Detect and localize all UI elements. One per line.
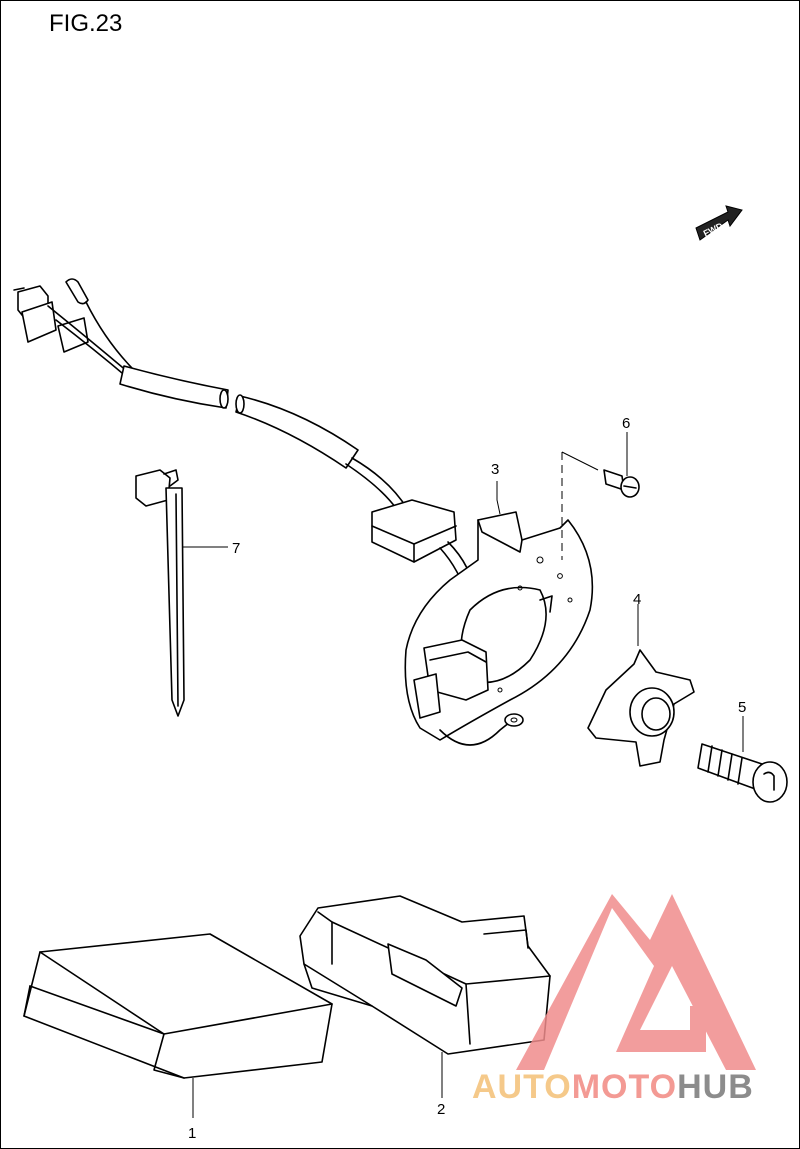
- watermark-auto: AUTO: [472, 1068, 572, 1106]
- holder-bracket-item-2: [299, 895, 551, 1055]
- watermark-logo: [516, 894, 756, 1070]
- watermark-text: AUTOMOTOHUB: [472, 1068, 754, 1106]
- callout-7: 7: [232, 540, 240, 557]
- cable-tie-item-7: [135, 469, 185, 717]
- callout-3: 3: [491, 461, 499, 478]
- watermark-triangle-icon: [516, 894, 756, 1070]
- callout-4: 4: [633, 591, 641, 608]
- svg-text:AUTOMOTOHUB: AUTOMOTOHUB: [472, 1068, 754, 1106]
- wire-harness: [13, 278, 477, 641]
- callout-6: 6: [622, 415, 630, 432]
- screw-item-6: [561, 451, 640, 560]
- callout-5: 5: [738, 699, 746, 716]
- bolt-item-5: [697, 743, 788, 803]
- fwd-arrow-badge: FWD: [695, 205, 743, 241]
- signal-generator-plate: [404, 511, 594, 746]
- watermark-hub: HUB: [677, 1068, 754, 1106]
- figure-title: FIG.23: [49, 10, 123, 37]
- igniter-module-item-1: [23, 933, 333, 1079]
- callout-2: 2: [437, 1101, 445, 1118]
- rotor-item-4: [587, 649, 695, 767]
- callout-1: 1: [188, 1125, 196, 1142]
- watermark-moto: MOTO: [572, 1068, 677, 1106]
- leader-lines: [182, 432, 744, 1118]
